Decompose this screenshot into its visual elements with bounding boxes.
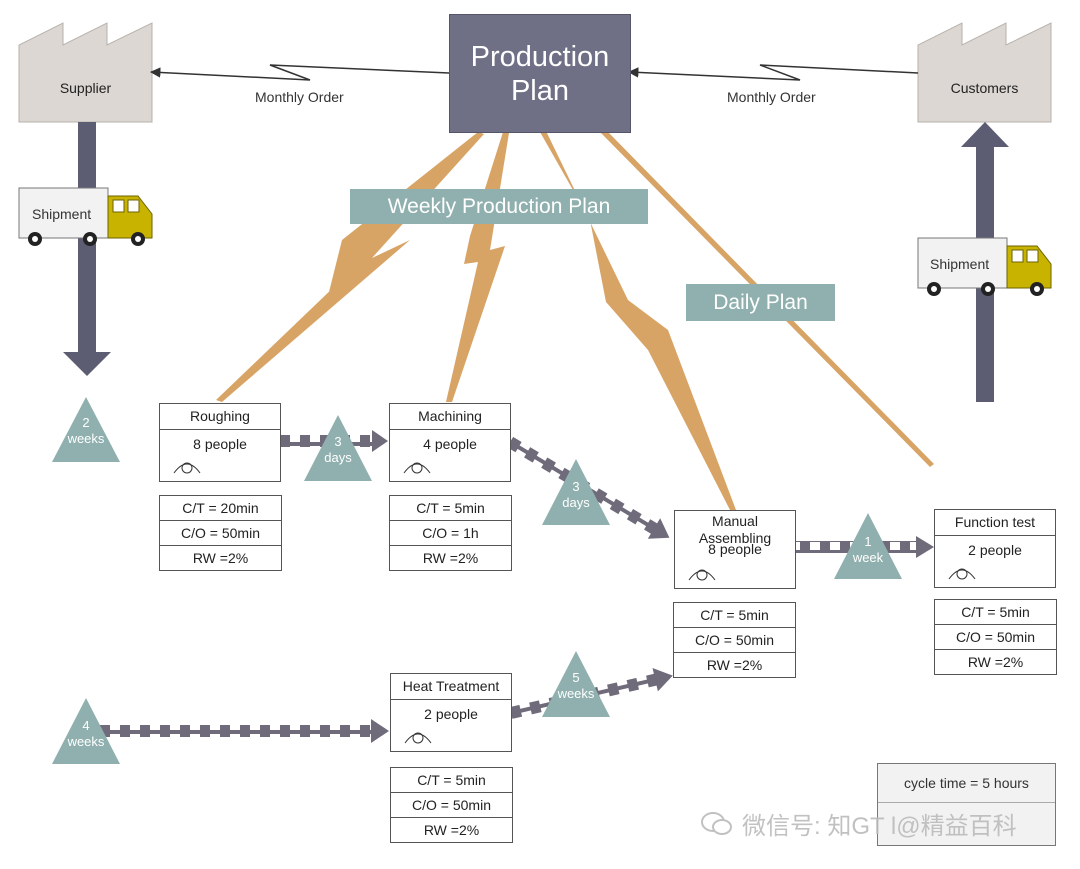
operator-icon (173, 462, 201, 474)
process-machining-title: Machining (390, 404, 510, 430)
inventory-supplier-num: 2 (82, 415, 90, 430)
inventory-mach-assy-num: 3 (572, 479, 580, 494)
supplier-shipment-arrow (63, 122, 111, 376)
databox-function-test-co: C/O = 50min (935, 625, 1056, 650)
production-plan-line2: Plan (510, 74, 570, 107)
push-arrow-heat-input (100, 719, 389, 743)
inventory-triangle-supplier (52, 397, 120, 462)
databox-heat-treatment-co: C/O = 50min (391, 793, 512, 818)
inventory-supplier-unit: weeks (67, 431, 105, 446)
customers-factory-icon (917, 22, 1052, 123)
inventory-assy-test-num: 1 (864, 534, 872, 549)
databox-heat-treatment: C/T = 5min C/O = 50min RW =2% (390, 767, 513, 843)
databox-heat-treatment-ct: C/T = 5min (391, 768, 512, 793)
supplier-factory-icon (18, 22, 153, 123)
operator-icon (404, 732, 432, 744)
operator-icon (688, 569, 716, 581)
inventory-mach-assy-text: 3 days (546, 479, 606, 511)
inventory-supplier-text: 2 weeks (56, 415, 116, 447)
databox-machining: C/T = 5min C/O = 1h RW =2% (389, 495, 512, 571)
databox-machining-ct: C/T = 5min (390, 496, 511, 521)
inventory-rough-mach-num: 3 (334, 434, 342, 449)
databox-function-test-ct: C/T = 5min (935, 600, 1056, 625)
databox-function-test-rw: RW =2% (967, 654, 1024, 670)
databox-machining-rw: RW =2% (422, 550, 479, 566)
databox-assembling-ct: C/T = 5min (674, 603, 795, 628)
inventory-triangle-heat-assy (542, 651, 610, 717)
truck-icon-right (917, 237, 1052, 296)
inventory-heat-assy-unit: weeks (557, 686, 595, 701)
operator-icon (948, 568, 976, 580)
shipment-label-left: Shipment (32, 206, 92, 222)
inventory-heat-input-text: 4 weeks (56, 718, 116, 750)
watermark-text: 微信号: 知GT l@精益百科 (742, 813, 1017, 840)
process-assembling-people: 8 people (708, 541, 762, 557)
databox-roughing-ct: C/T = 20min (160, 496, 281, 521)
weekly-plan-bolt-roughing (216, 132, 484, 402)
operator-icon (403, 462, 431, 474)
inventory-mach-assy-unit: days (562, 495, 590, 510)
weekly-plan-bolt-machining (446, 132, 509, 402)
daily-plan-banner: Daily Plan (686, 284, 835, 321)
watermark: 微信号: 知GT l@精益百科 (700, 806, 1017, 841)
process-roughing: Roughing 8 people (159, 403, 281, 482)
inventory-heat-assy-num: 5 (572, 670, 580, 685)
process-manual-assembling: Manual Assembling 8 people (674, 510, 796, 589)
inventory-heat-assy-text: 5 weeks (546, 670, 606, 702)
inventory-triangle-rough-mach (304, 415, 372, 481)
truck-icon-left (18, 187, 153, 246)
databox-roughing-co: C/O = 50min (160, 521, 281, 546)
inventory-triangle-assy-test (834, 513, 902, 579)
databox-machining-co: C/O = 1h (390, 521, 511, 546)
monthly-order-flow-left (149, 64, 450, 81)
databox-assembling-co: C/O = 50min (674, 628, 795, 653)
process-roughing-people: 8 people (193, 436, 247, 452)
inventory-assy-test-unit: week (852, 550, 884, 565)
customers-label: Customers (950, 80, 1019, 96)
inventory-heat-input-num: 4 (82, 718, 90, 733)
process-assembling-title: Manual Assembling (675, 511, 795, 547)
databox-function-test: C/T = 5min C/O = 50min RW =2% (934, 599, 1057, 675)
process-machining: Machining 4 people (389, 403, 511, 482)
process-roughing-title: Roughing (160, 404, 280, 430)
databox-roughing-rw: RW =2% (192, 550, 249, 566)
process-function-test-people: 2 people (968, 542, 1022, 558)
process-assembling-title-line1: Manual (712, 513, 758, 529)
process-function-test-title: Function test (935, 510, 1055, 536)
databox-assembling: C/T = 5min C/O = 50min RW =2% (673, 602, 796, 678)
inventory-rough-mach-unit: days (324, 450, 352, 465)
wechat-icon (701, 811, 732, 835)
weekly-plan-bolt-assembling (540, 131, 736, 510)
process-assembling-title-line2: Assembling (698, 530, 772, 546)
databox-heat-treatment-rw: RW =2% (423, 822, 480, 838)
process-function-test: Function test 2 people (934, 509, 1056, 588)
production-plan-line1: Production (470, 40, 610, 73)
inventory-rough-mach-text: 3 days (308, 434, 368, 466)
monthly-order-label-left: Monthly Order (255, 89, 344, 105)
weekly-production-plan-banner: Weekly Production Plan (350, 189, 648, 224)
process-heat-treatment: Heat Treatment 2 people (390, 673, 512, 752)
inventory-heat-input-unit: weeks (67, 734, 105, 749)
databox-assembling-rw: RW =2% (706, 657, 763, 673)
process-heat-treatment-people: 2 people (424, 706, 478, 722)
inventory-assy-test-text: 1 week (838, 534, 898, 566)
monthly-order-label-right: Monthly Order (727, 89, 816, 105)
databox-roughing: C/T = 20min C/O = 50min RW =2% (159, 495, 282, 571)
cycle-time-label: cycle time = 5 hours (878, 764, 1055, 803)
shipment-label-right: Shipment (930, 256, 990, 272)
production-plan-box: Production Plan (449, 14, 631, 133)
inventory-triangle-mach-assy (542, 459, 610, 525)
process-machining-people: 4 people (423, 436, 477, 452)
inventory-triangle-heat-input (52, 698, 120, 764)
cycle-time-box: cycle time = 5 hours (877, 763, 1056, 846)
supplier-label: Supplier (59, 80, 112, 96)
process-heat-treatment-title: Heat Treatment (391, 674, 511, 700)
monthly-order-flow-right (627, 64, 919, 81)
